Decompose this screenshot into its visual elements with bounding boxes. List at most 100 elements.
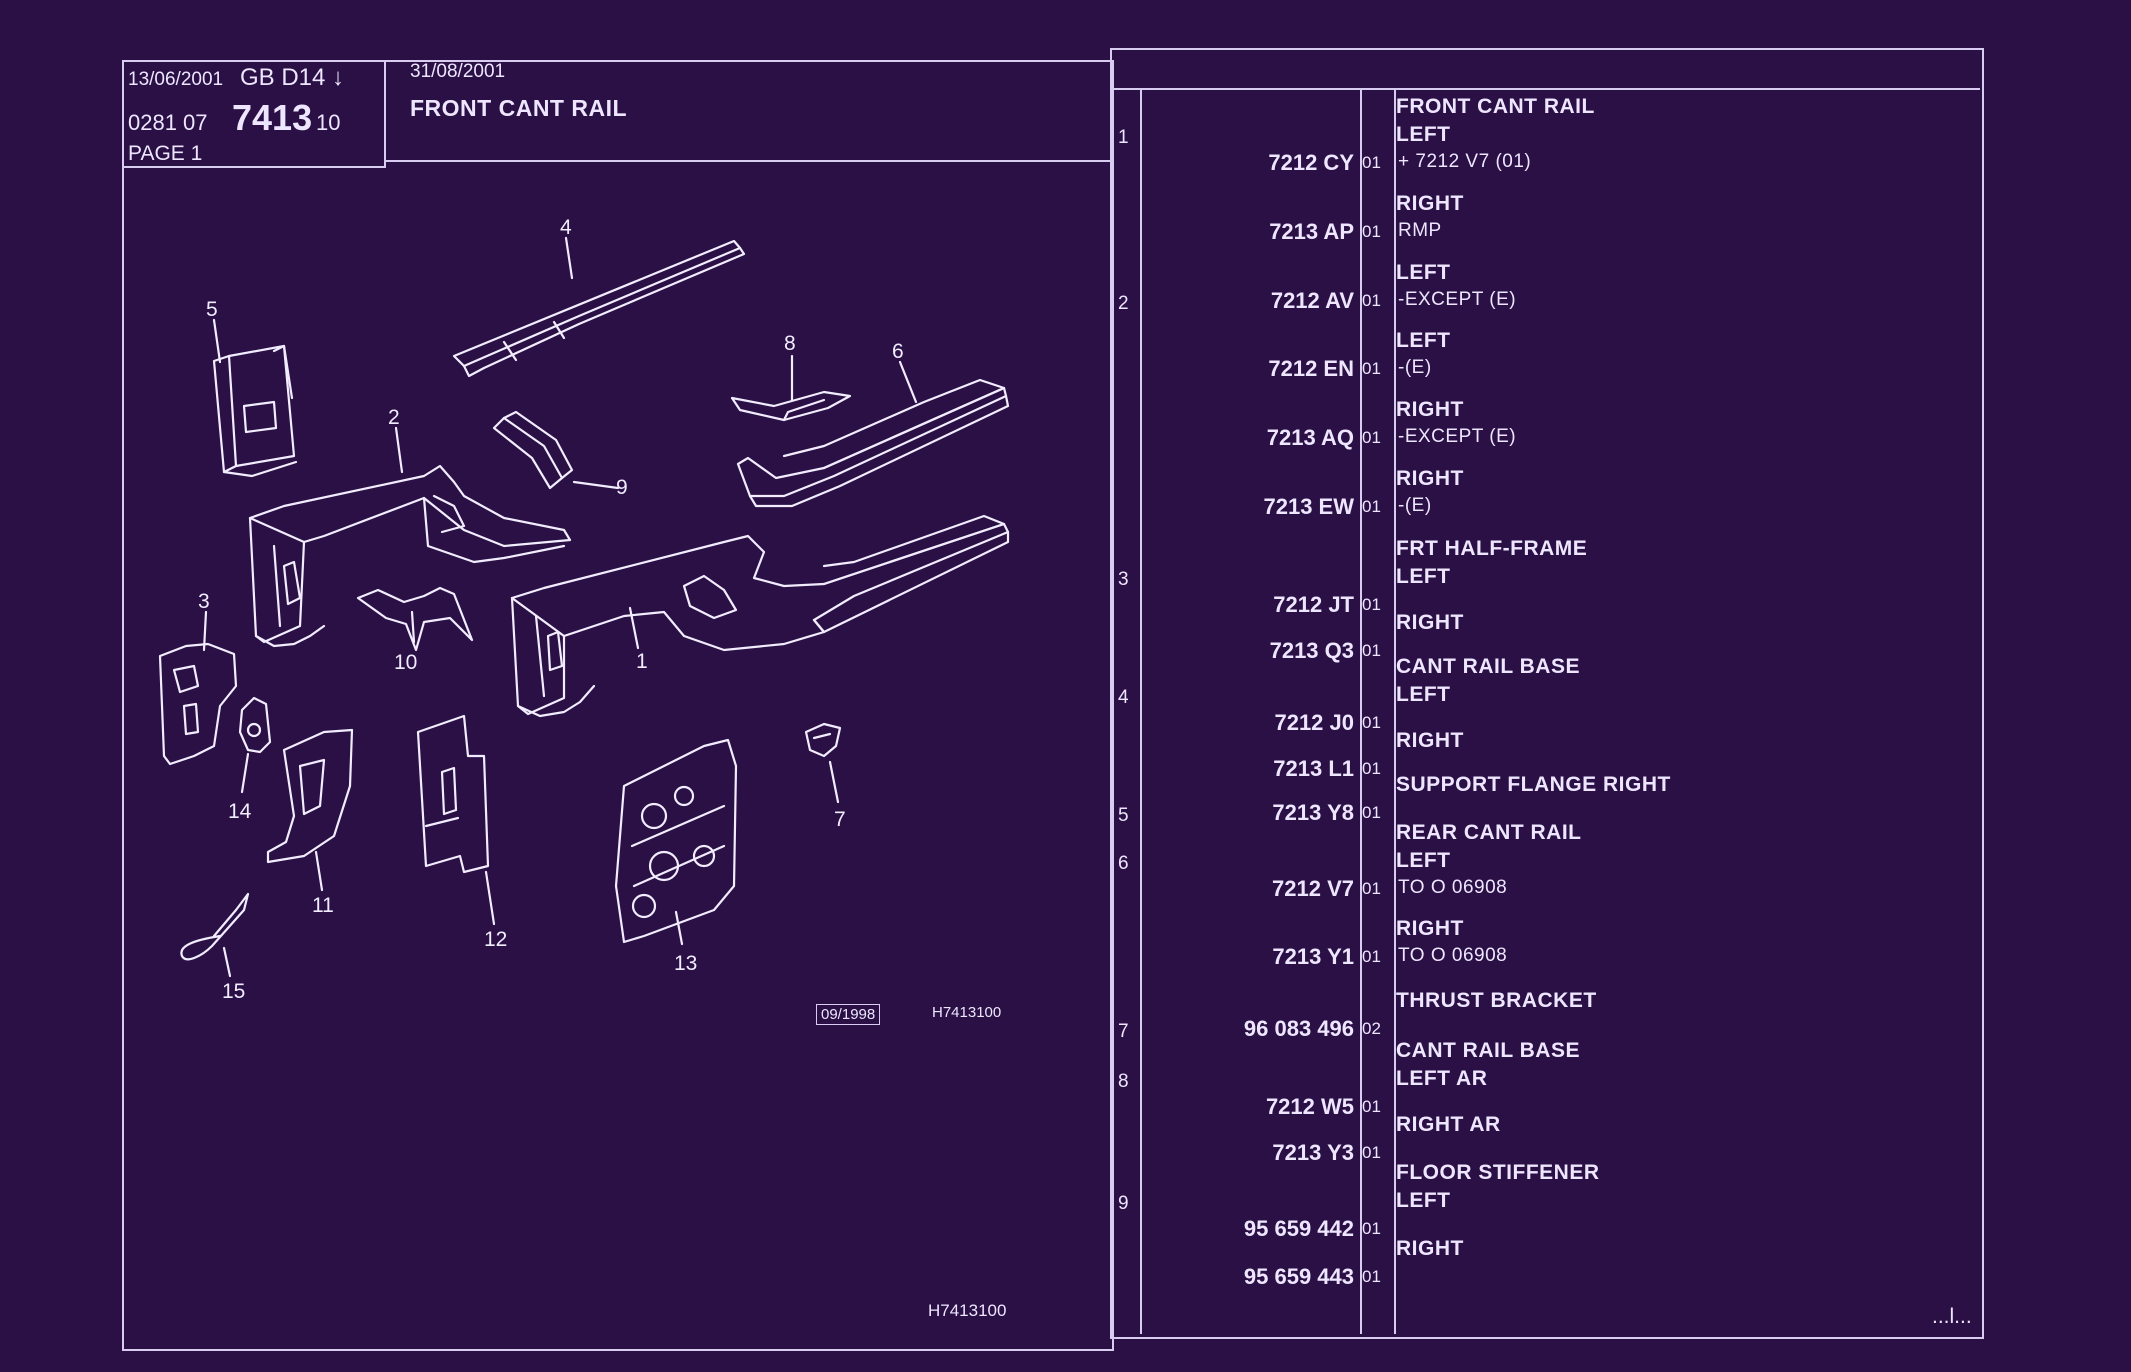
part-variant: 01	[1362, 803, 1381, 822]
callout-8: 8	[784, 332, 796, 355]
callout-6: 6	[892, 340, 904, 363]
part-reference: 7213 Y8	[1272, 800, 1354, 825]
part-description: FRT HALF-FRAME	[1396, 537, 1588, 560]
parts-list-top-rule	[1110, 88, 1980, 90]
part-variant: 01	[1362, 1097, 1381, 1116]
header-revision-date: 31/08/2001	[410, 61, 506, 82]
illustration-frame	[122, 60, 1114, 1351]
callout-3: 3	[198, 590, 210, 613]
part-2-drawing	[248, 464, 572, 648]
part-description: REAR CANT RAIL	[1396, 821, 1582, 844]
part-description: SUPPORT FLANGE RIGHT	[1396, 773, 1671, 796]
part-reference: 95 659 442	[1243, 1216, 1354, 1241]
part-index: 2	[1118, 293, 1129, 314]
part-index: 7	[1118, 1021, 1129, 1042]
part-variant: 01	[1362, 759, 1381, 778]
part-reference: 7213 L1	[1273, 756, 1354, 781]
part-description: RIGHT	[1396, 192, 1464, 215]
part-variant: 01	[1362, 595, 1381, 614]
part-4-drawing	[452, 239, 746, 378]
part-description: CANT RAIL BASE	[1396, 655, 1580, 678]
part-3-drawing	[158, 642, 238, 766]
drawing-footer-code: H7413100	[928, 1301, 1007, 1320]
part-note: -(E)	[1398, 495, 1432, 516]
part-index: 9	[1118, 1193, 1129, 1214]
part-description: LEFT	[1396, 1189, 1451, 1212]
part-variant: 01	[1362, 291, 1381, 310]
part-variant: 01	[1362, 879, 1381, 898]
part-1-drawing	[510, 514, 1010, 718]
part-reference: 7212 J0	[1274, 710, 1354, 735]
header-page: PAGE 1	[128, 142, 203, 165]
part-description: RIGHT	[1396, 611, 1464, 634]
part-description: LEFT AR	[1396, 1067, 1488, 1090]
header-ref-prefix: 0281 07	[128, 110, 208, 135]
part-9-drawing	[492, 410, 574, 490]
part-description: LEFT	[1396, 329, 1451, 352]
column-divider-index	[1140, 88, 1142, 1334]
part-variant: 01	[1362, 222, 1381, 241]
callout-10: 10	[394, 651, 417, 674]
callout-leaders	[202, 236, 918, 978]
header-ref-suffix: 10	[316, 110, 341, 135]
part-index: 5	[1118, 805, 1129, 826]
part-description: FLOOR STIFFENER	[1396, 1161, 1600, 1184]
part-reference: 7213 EW	[1263, 494, 1355, 519]
header-divider	[384, 160, 1110, 162]
part-note: -(E)	[1398, 357, 1432, 378]
callout-13: 13	[674, 952, 697, 975]
part-index: 1	[1118, 127, 1129, 148]
part-variant: 01	[1362, 713, 1381, 732]
callout-2: 2	[388, 406, 400, 429]
callout-labels: 4 5 2 8 6 9 3 10 1 14 7 11 12 13 15	[198, 216, 904, 1003]
part-reference: 7212 W5	[1265, 1094, 1354, 1119]
part-description: THRUST BRACKET	[1396, 989, 1597, 1012]
part-description: LEFT	[1396, 565, 1451, 588]
part-note: RMP	[1398, 220, 1442, 241]
callout-14: 14	[228, 800, 252, 823]
callout-4: 4	[560, 216, 572, 239]
page-title: FRONT CANT RAIL	[410, 95, 628, 121]
parts-list-frame	[1110, 48, 1984, 1339]
callout-5: 5	[206, 298, 218, 321]
part-description: LEFT	[1396, 123, 1451, 146]
part-reference: 96 083 496	[1243, 1016, 1354, 1041]
part-description: LEFT	[1396, 261, 1451, 284]
header-date: 13/06/2001	[128, 69, 224, 90]
drawing-code: H7413100	[932, 1004, 1002, 1021]
part-6-drawing	[736, 378, 1010, 508]
header-market: GB D14 ↓	[240, 64, 345, 91]
header-reference-box	[122, 60, 386, 168]
part-index: 4	[1118, 687, 1129, 708]
part-8-drawing	[730, 390, 852, 422]
part-15-drawing	[180, 892, 250, 961]
part-10-drawing	[356, 586, 474, 652]
column-divider-variant	[1394, 88, 1396, 1334]
part-variant: 01	[1362, 497, 1381, 516]
part-reference: 7213 Y3	[1272, 1140, 1354, 1165]
part-12-drawing	[416, 714, 490, 874]
part-reference: 7212 EN	[1268, 356, 1354, 381]
part-note: TO O 06908	[1398, 877, 1508, 898]
exploded-parts-drawing: 4 5 2 8 6 9 3 10 1 14 7 11 12 13 15	[158, 216, 1010, 1003]
part-5-drawing	[212, 344, 298, 478]
part-reference: 95 659 443	[1243, 1264, 1354, 1289]
callout-1: 1	[636, 650, 648, 673]
part-13-drawing	[614, 738, 738, 944]
column-divider-ref	[1360, 88, 1362, 1334]
callout-12: 12	[484, 928, 507, 951]
header-group-number: 7413	[232, 97, 313, 138]
part-description: RIGHT	[1396, 1237, 1464, 1260]
part-11-drawing	[266, 728, 354, 864]
part-reference: 7213 AP	[1269, 219, 1354, 244]
part-variant: 01	[1362, 641, 1381, 660]
part-index: 8	[1118, 1071, 1129, 1092]
part-variant: 02	[1362, 1019, 1381, 1038]
part-description: RIGHT AR	[1396, 1113, 1501, 1136]
part-description: RIGHT	[1396, 729, 1464, 752]
part-reference: 7212 AV	[1270, 288, 1354, 313]
part-variant: 01	[1362, 947, 1381, 966]
part-index: 3	[1118, 569, 1129, 590]
part-description: RIGHT	[1396, 398, 1464, 421]
part-variant: 01	[1362, 359, 1381, 378]
